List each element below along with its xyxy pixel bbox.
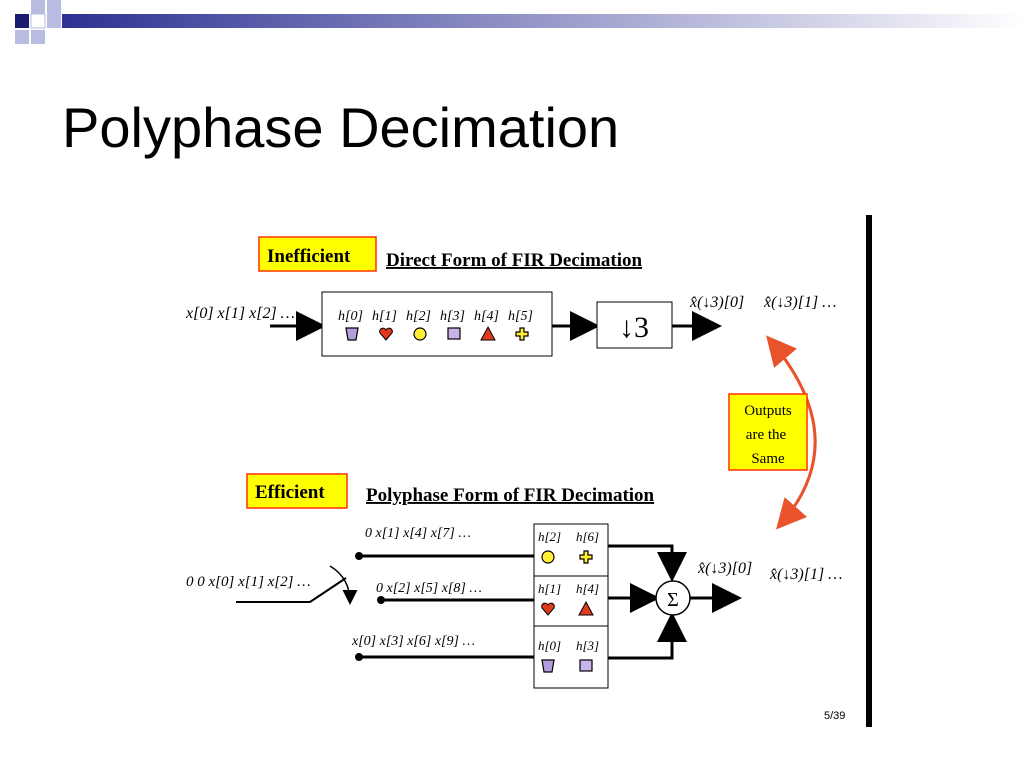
circle-icon [413,327,427,341]
inefficient-label: Inefficient [267,246,351,267]
branch-sequence: x[0] x[3] x[6] x[9] … [351,634,475,649]
polyphase-form-heading: Polyphase Form of FIR Decimation [366,485,655,506]
bottom-output-1: x̂(↓3)[1] … [769,566,842,583]
square-icon [579,659,593,672]
coefficient-label: h[2] [406,309,431,324]
top-output-1: x̂(↓3)[1] … [763,294,836,311]
triangle-icon [578,600,594,616]
outputs-note-line: Same [751,451,785,467]
circle-icon [541,550,555,564]
header-square [31,0,45,14]
polyphase-filter-box [533,523,609,577]
direct-form-heading: Direct Form of FIR Decimation [386,250,642,271]
page-title: Polyphase Decimation [62,96,620,159]
header-square [15,14,29,28]
header-square [30,13,46,29]
page-number: 5/39 [824,710,845,722]
input-sequence: x[0] x[1] x[2] … [185,305,295,322]
coefficient-label: h[6] [576,529,599,544]
efficient-label: Efficient [255,482,325,503]
commutator-input: 0 0 x[0] x[1] x[2] … [186,574,311,590]
header-square [47,0,61,14]
square-icon [447,327,461,340]
coefficient-label: h[5] [508,309,533,324]
same-output-arrow [766,335,817,530]
inefficient-label-box [258,236,377,272]
divider-line [866,215,872,727]
coefficient-label: h[2] [538,529,561,544]
coefficient-label: h[4] [474,309,499,324]
header-decoration [15,0,1024,44]
polyphase-filter-box [533,625,609,689]
efficient-label-box [246,473,348,509]
coefficient-label: h[0] [538,638,561,653]
header-gradient-bar [62,14,1024,28]
decimator-symbol: ↓3 [619,311,649,344]
branch-sequence: 0 x[2] x[5] x[8] … [376,581,482,596]
coefficient-label: h[3] [440,309,465,324]
trapezoid-icon [345,327,359,341]
outputs-note-line: Outputs [744,403,792,419]
decimator-box [596,301,673,349]
commutator-switch [309,577,347,603]
outputs-note-line: are the [746,427,787,443]
branch-to-sum-arrow [608,544,687,582]
bottom-output-0: x̂(↓3)[0] [697,560,752,577]
branch-to-sum-arrow [608,612,687,660]
heart-icon [541,602,555,616]
outputs-note-box [728,393,808,471]
fir-filter-box [321,291,553,357]
trapezoid-icon [541,659,555,673]
heart-icon [379,327,393,341]
header-square [31,30,45,44]
top-output-0: x̂(↓3)[0] [689,294,744,311]
coefficient-label: h[0] [338,309,363,324]
branch-sequence: 0 x[1] x[4] x[7] … [365,526,471,541]
coefficient-label: h[3] [576,638,599,653]
coefficient-label: h[4] [576,581,599,596]
cross-icon [579,550,593,564]
polyphase-filter-box [533,575,609,627]
coefficient-label: h[1] [372,309,397,324]
summer-symbol: Σ [667,589,679,611]
cross-icon [515,327,529,341]
header-square [47,14,61,28]
commutator-rotation-arrow [329,565,358,605]
header-square [15,30,29,44]
triangle-icon [480,325,496,341]
coefficient-label: h[1] [538,581,561,596]
